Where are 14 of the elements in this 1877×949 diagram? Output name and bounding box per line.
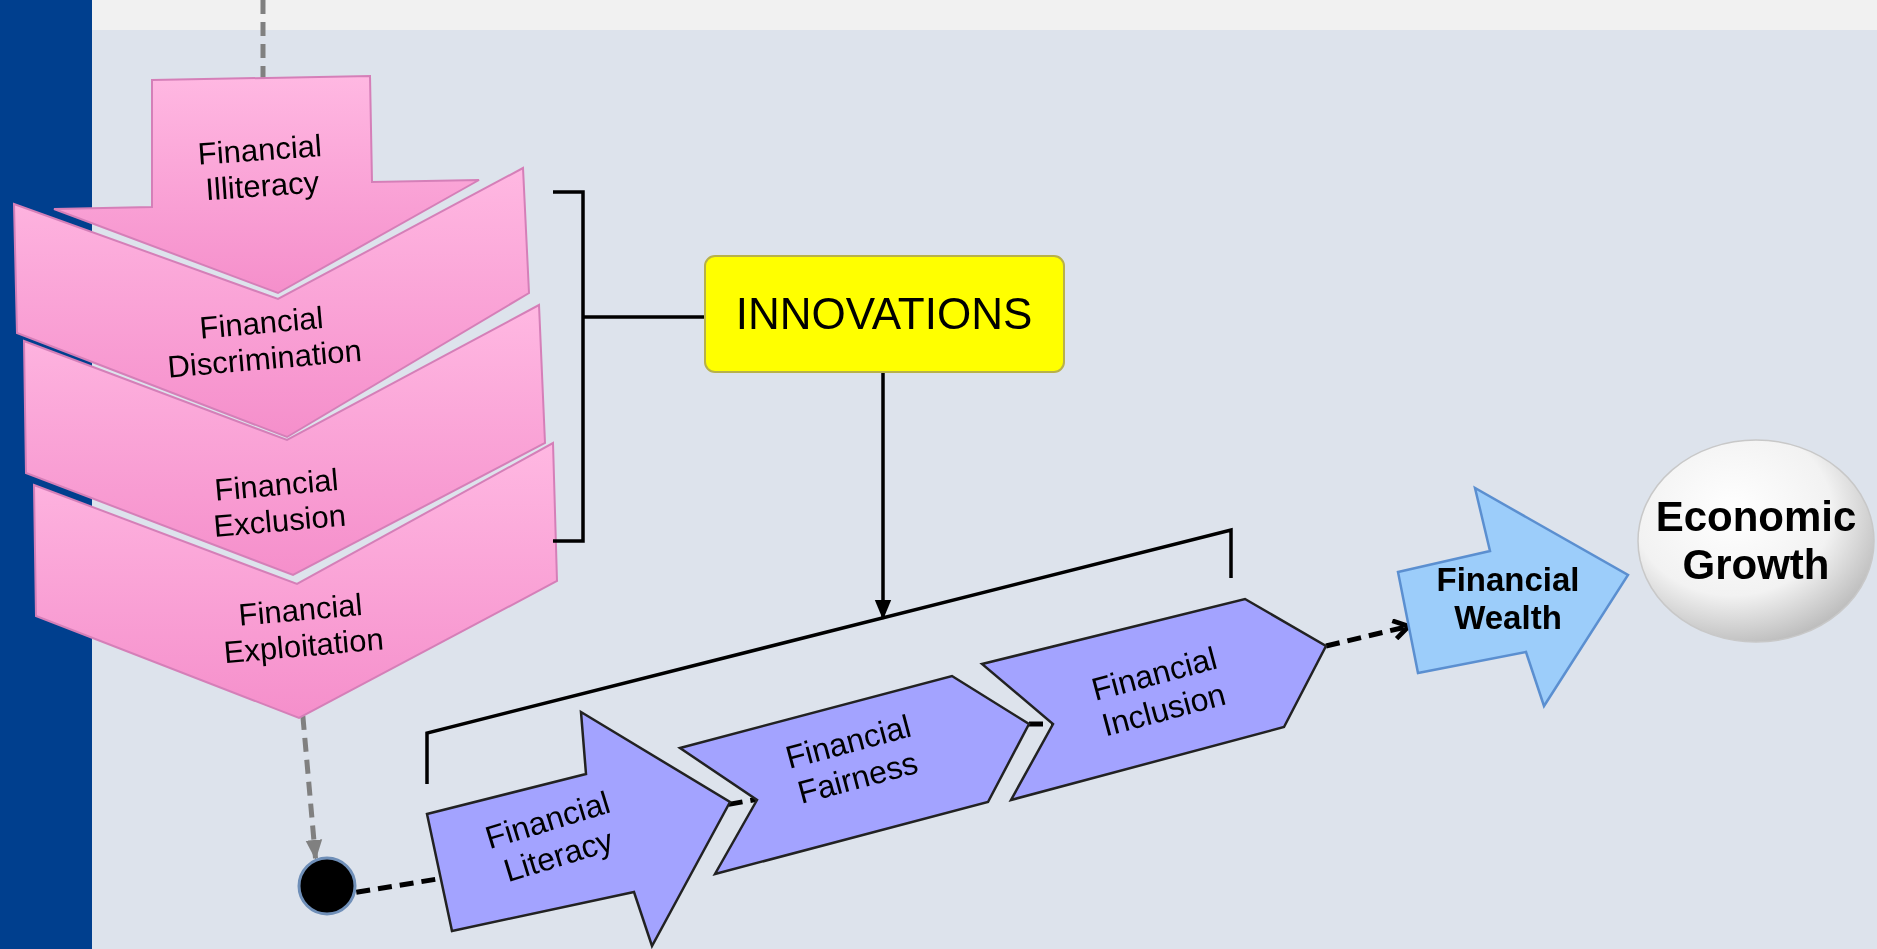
connector — [260, 0, 266, 78]
node-label: INNOVATIONS — [735, 288, 1033, 340]
node-label: Financial Exploitation — [221, 586, 385, 671]
node-label: Financial Wealth — [1436, 561, 1580, 637]
node-label: Economic Growth — [1655, 492, 1857, 590]
node-label: Financial Illiteracy — [196, 128, 324, 208]
node-label: Financial Discrimination — [165, 299, 364, 385]
connector — [583, 315, 704, 319]
node-label: Financial Exclusion — [210, 461, 348, 545]
node-label: Financial Fairness — [781, 707, 923, 813]
connector — [300, 715, 323, 860]
node-label: Financial Inclusion — [1087, 639, 1231, 745]
connector — [728, 796, 757, 807]
connector — [874, 373, 892, 620]
